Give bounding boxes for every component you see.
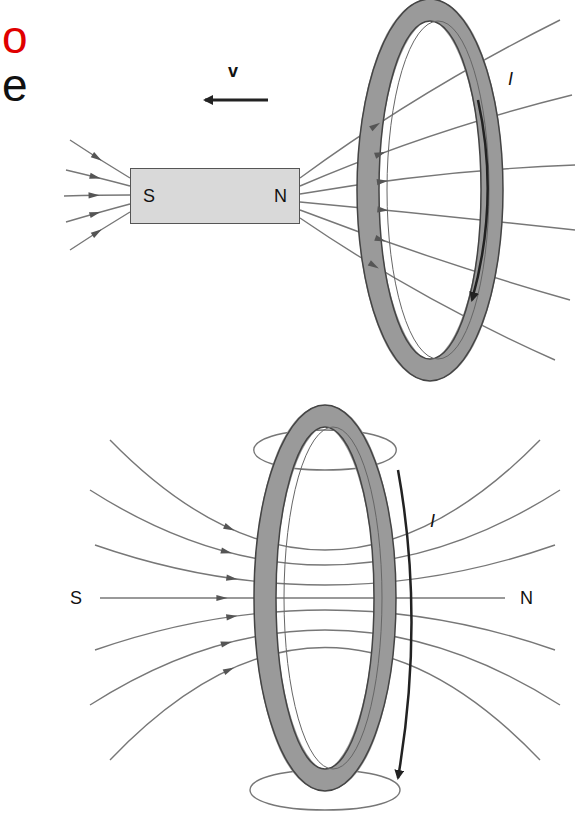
pole-letter: N <box>274 187 287 205</box>
field-arrowhead <box>377 179 388 185</box>
field-arrowhead <box>89 173 101 179</box>
current-symbol: I <box>508 70 513 88</box>
pole-letter: S <box>70 589 82 607</box>
slide-text-fragment: o <box>2 14 28 60</box>
bar-magnet: SN <box>130 168 300 224</box>
wire-loop-top <box>357 0 503 381</box>
field-arrowhead <box>368 260 379 268</box>
current-arrow <box>398 470 412 778</box>
velocity-symbol: v <box>228 62 238 80</box>
field-arrowhead <box>369 123 380 132</box>
slide-text-fragment: e <box>2 62 28 108</box>
field-arrowhead <box>226 575 237 581</box>
pole-letter: N <box>520 589 533 607</box>
field-arrowhead <box>374 235 386 242</box>
field-arrowhead <box>223 668 234 676</box>
field-arrowhead <box>374 152 386 159</box>
wire-loop-bottom <box>254 405 396 791</box>
field-arrowhead <box>220 642 232 648</box>
field-arrowhead <box>91 152 102 161</box>
field-arrowheads <box>89 123 389 675</box>
field-arrowhead <box>89 192 100 198</box>
field-lines-bottom <box>90 430 560 810</box>
field-arrowhead <box>216 595 227 601</box>
field-arrowhead <box>223 523 234 530</box>
pole-letter: S <box>143 187 155 205</box>
current-arrow <box>472 100 488 300</box>
field-arrowhead <box>226 614 237 620</box>
field-arrowhead <box>89 212 101 218</box>
current-symbol: I <box>430 512 435 530</box>
field-arrowhead <box>91 229 102 238</box>
field-arrowhead <box>220 547 232 553</box>
field-arrowhead <box>377 206 388 212</box>
velocity-arrow <box>205 99 268 102</box>
